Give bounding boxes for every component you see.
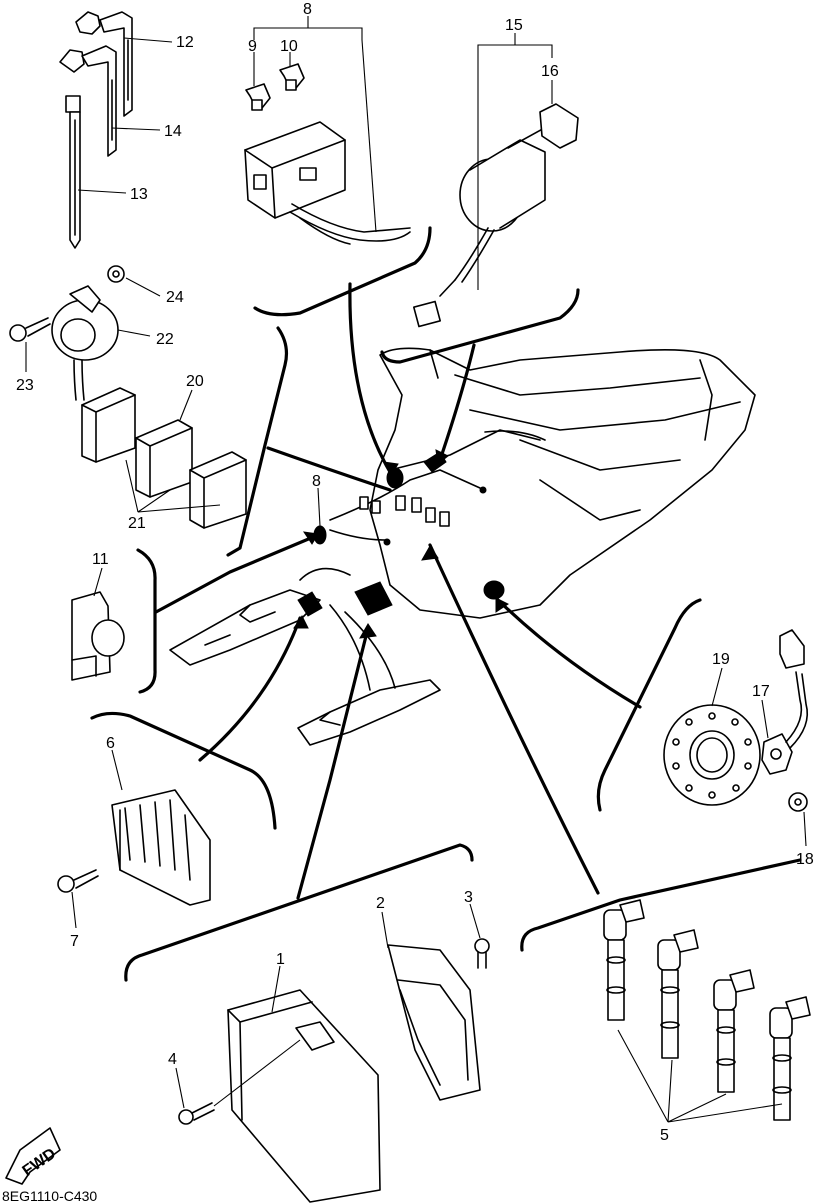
bolt-4 [178, 1039, 301, 1125]
callout-8-mid: 8 [312, 473, 321, 490]
part-code-label: 8EG1110-C430 [2, 1188, 97, 1204]
callout-22: 22 [156, 331, 174, 348]
relay-21b [189, 451, 247, 529]
group-bracket-lines [90, 226, 802, 982]
callout-4: 4 [168, 1051, 177, 1068]
callout-9: 9 [248, 38, 257, 55]
rectifier-regulator-6 [111, 789, 211, 906]
callout-15: 15 [505, 17, 523, 34]
ignition-coil-2 [657, 929, 699, 1059]
nut-24 [107, 265, 125, 283]
callout-16: 16 [541, 63, 559, 80]
screw-3 [474, 938, 490, 969]
callout-10: 10 [280, 38, 298, 55]
callout-24: 24 [166, 289, 184, 306]
callout-11: 11 [92, 551, 109, 568]
bracket-2 [387, 944, 481, 1101]
callout-14: 14 [164, 123, 182, 140]
callout-23: 23 [16, 377, 34, 394]
speed-sensor-17 [761, 629, 809, 775]
fwd-arrow-icon: FWD [5, 1127, 61, 1185]
relay-20 [135, 419, 193, 498]
callout-19: 19 [712, 651, 730, 668]
main-switch-15 [412, 103, 579, 328]
fuse-10 [279, 63, 305, 91]
cable-tie-13 [65, 95, 81, 249]
bolt-7 [57, 869, 99, 893]
ecu-1 [227, 989, 381, 1203]
callout-17: 17 [752, 683, 770, 700]
part-11-bracket [71, 591, 125, 681]
ignition-coil-1 [603, 899, 645, 1021]
callout-6: 6 [106, 735, 115, 752]
ignition-coil-4 [769, 996, 811, 1121]
callout-3: 3 [464, 889, 473, 906]
cable-holder-14 [59, 45, 117, 157]
callout-8-top: 8 [303, 1, 312, 18]
bolt-18 [788, 792, 808, 812]
relay-21a [81, 387, 136, 463]
chassis-frame-illustration [169, 347, 756, 746]
callout-7: 7 [70, 933, 79, 950]
leader-lines [154, 282, 642, 900]
callout-12: 12 [176, 34, 194, 51]
pulser-disk-19 [663, 704, 761, 806]
callout-21: 21 [128, 515, 146, 532]
sensor-22 [51, 285, 119, 401]
callout-5: 5 [660, 1127, 669, 1144]
callout-18: 18 [796, 851, 814, 868]
fuse-box-8 [244, 121, 411, 245]
bolt-23 [9, 317, 51, 342]
callout-13: 13 [130, 186, 148, 203]
callout-numbers: 12 14 13 8 9 10 15 16 24 22 23 20 21 11 … [16, 1, 814, 1144]
callout-2: 2 [376, 895, 385, 912]
fuse-9 [245, 83, 271, 111]
ignition-coil-3 [713, 969, 755, 1093]
callout-leader-lines [25, 16, 807, 1123]
callout-20: 20 [186, 373, 204, 390]
callout-1: 1 [276, 951, 285, 968]
